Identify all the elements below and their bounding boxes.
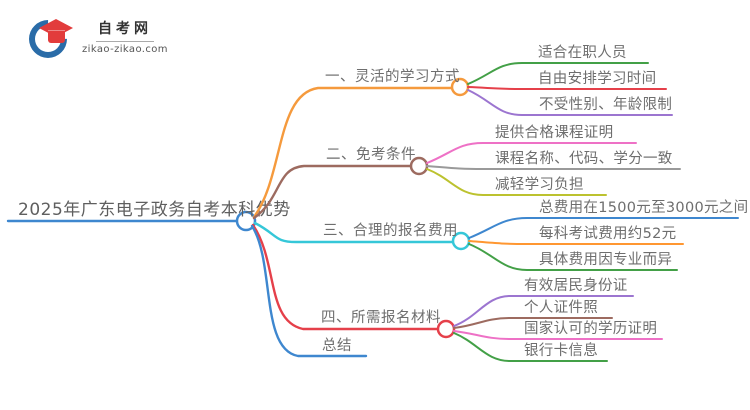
branch4-child4-label[interactable]: 银行卡信息 [524, 342, 598, 359]
branch2-connector [252, 164, 413, 220]
branch3-label[interactable]: 三、合理的报名费用 [323, 222, 458, 239]
root-node-circle[interactable] [235, 210, 257, 232]
logo-cap-base [48, 30, 65, 43]
branch2-child2-label[interactable]: 课程名称、代码、学分一致 [495, 150, 673, 167]
site-logo[interactable]: 自考网 zikao-zikao.com [21, 12, 168, 66]
branch3-child2-label[interactable]: 每科考试费用约52元 [539, 225, 676, 242]
branch1-connector [252, 86, 454, 219]
branch3-child1-connector [468, 217, 739, 239]
branch5-label[interactable]: 总结 [322, 337, 352, 354]
branch-summary: 总结 [250, 224, 368, 358]
branch4-label[interactable]: 四、所需报名材料 [321, 309, 441, 326]
branch1-child1-label[interactable]: 适合在职人员 [538, 44, 627, 61]
branch4-child2-label[interactable]: 个人证件照 [524, 299, 598, 316]
branch-flexible-study: 一、灵活的学习方式 适合在职人员 自由安排学习时间 不受性别、年龄限制 [252, 44, 673, 219]
branch1-child1-connector [467, 62, 649, 85]
root-node: 2025年广东电子政务自考本科优势 [6, 200, 291, 232]
branch3-child2-connector [468, 240, 684, 245]
branch4-child2-connector [453, 317, 613, 329]
branch1-child3-label[interactable]: 不受性别、年龄限制 [539, 96, 672, 113]
branch3-child3-label[interactable]: 具体费用因专业而异 [539, 251, 672, 268]
branch1-label[interactable]: 一、灵活的学习方式 [325, 68, 460, 85]
branch4-child1-label[interactable]: 有效居民身份证 [524, 277, 628, 294]
branch-registration-fees: 三、合理的报名费用 总费用在1500元至3000元之间 每科考试费用约52元 具… [253, 199, 748, 271]
logo-text-block: 自考网 zikao-zikao.com [82, 18, 168, 55]
branch3-child1-label[interactable]: 总费用在1500元至3000元之间 [539, 199, 748, 216]
branch3-child3-connector [468, 243, 678, 271]
branch2-child2-connector [426, 165, 681, 170]
branch2-child3-label[interactable]: 减轻学习负担 [495, 176, 584, 193]
branch-registration-materials: 四、所需报名材料 有效居民身份证 个人证件照 国家认可的学历证明 银行卡信息 [251, 223, 663, 362]
branch4-child1-connector [453, 295, 634, 327]
branch4-child3-label[interactable]: 国家认可的学历证明 [524, 320, 657, 337]
root-node-label[interactable]: 2025年广东电子政务自考本科优势 [18, 200, 291, 220]
logo-site-name: 自考网 [95, 18, 154, 42]
branch1-child2-label[interactable]: 自由安排学习时间 [538, 70, 656, 87]
graduation-cap-icon [21, 12, 75, 66]
branch2-child1-connector [426, 142, 637, 164]
branch-exemption-conditions: 二、免考条件 提供合格课程证明 课程名称、代码、学分一致 减轻学习负担 [252, 124, 681, 220]
branch4-child3-connector [453, 330, 663, 340]
branch4-node-circle[interactable] [436, 319, 456, 339]
branch2-child1-label[interactable]: 提供合格课程证明 [495, 124, 613, 141]
branch1-child3-connector [467, 89, 673, 116]
branch5-connector [250, 224, 368, 358]
branch2-child3-connector [426, 168, 607, 196]
branch3-connector [253, 221, 455, 244]
logo-site-domain: zikao-zikao.com [82, 43, 168, 55]
branch1-child2-connector [467, 86, 667, 90]
branch4-child4-connector [453, 332, 608, 362]
branch4-connector [251, 223, 440, 331]
branch2-label[interactable]: 二、免考条件 [326, 146, 416, 163]
